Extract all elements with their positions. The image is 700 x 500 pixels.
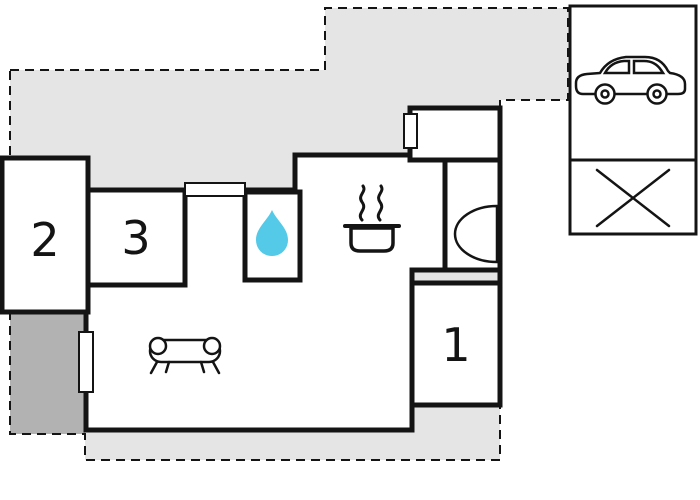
car-icon: [574, 55, 687, 105]
sofa-icon: [148, 336, 222, 375]
shower-room: [442, 157, 503, 273]
water-drop-icon: [256, 210, 288, 256]
room-3-label: 3: [121, 211, 150, 265]
room-1-label: 1: [441, 318, 470, 372]
room-3: [85, 187, 188, 288]
entrance-area: [407, 105, 503, 163]
garage-box: [568, 4, 698, 236]
window-icon: [184, 182, 246, 197]
shower-icon: [453, 204, 499, 264]
plot-boundary: [9, 7, 569, 461]
garage-outline: [568, 4, 698, 236]
cooking-pot-icon: [343, 224, 401, 253]
steam-icon: [358, 184, 384, 222]
room-2: [0, 155, 91, 315]
cross-icon: [595, 168, 671, 228]
window-icon: [403, 113, 418, 149]
room-1: [409, 280, 503, 408]
window-icon: [78, 331, 94, 393]
room-2-label: 2: [30, 213, 59, 267]
terrace-area: [10, 312, 85, 434]
